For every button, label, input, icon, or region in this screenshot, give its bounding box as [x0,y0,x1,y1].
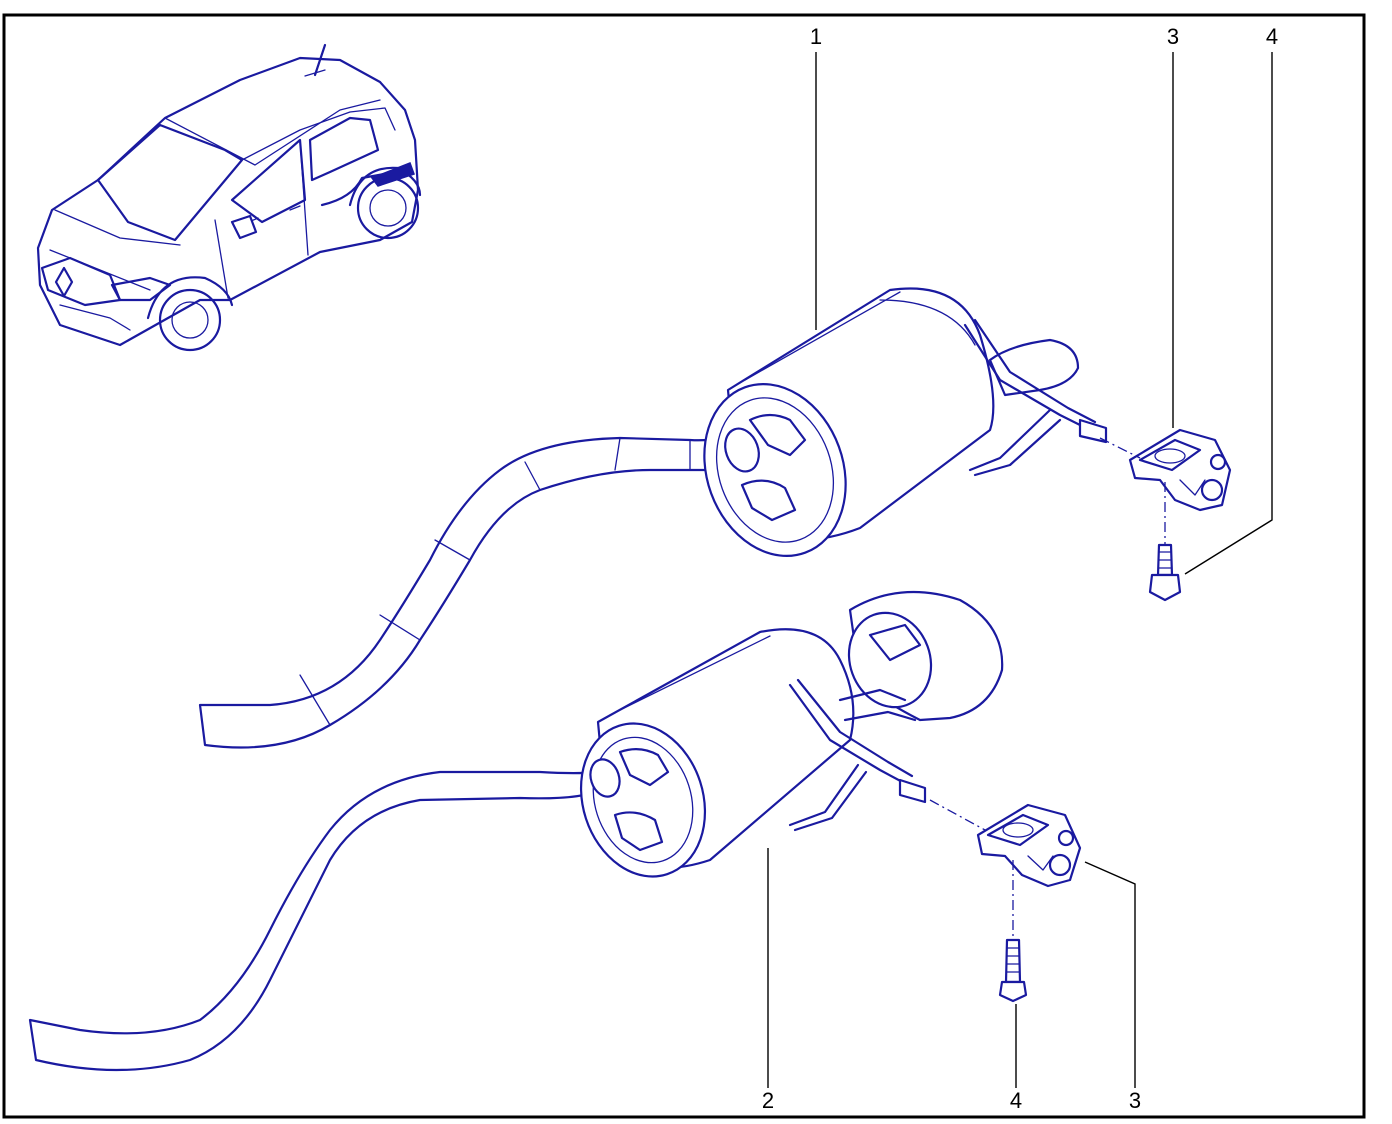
callout-1: 1 [810,24,822,49]
callout-4-top: 4 [1266,24,1278,49]
silencer-upper [198,287,1108,749]
callout-4-bottom: 4 [1010,1088,1022,1113]
leader-4-top [1184,52,1273,575]
bolt-lower [998,938,1028,1003]
rubber-mount-bracket-lower [976,803,1082,888]
rubber-mount-bracket-upper [1128,428,1232,512]
bolt-upper [1148,543,1182,602]
diagram-frame [2,13,1366,1119]
car-locator-illustration [36,43,422,352]
callout-3-bottom: 3 [1129,1088,1141,1113]
callout-3-top: 3 [1167,24,1179,49]
silencer-lower [28,590,1004,1072]
leader-3-bottom [1084,861,1136,1088]
callout-2: 2 [762,1088,774,1113]
